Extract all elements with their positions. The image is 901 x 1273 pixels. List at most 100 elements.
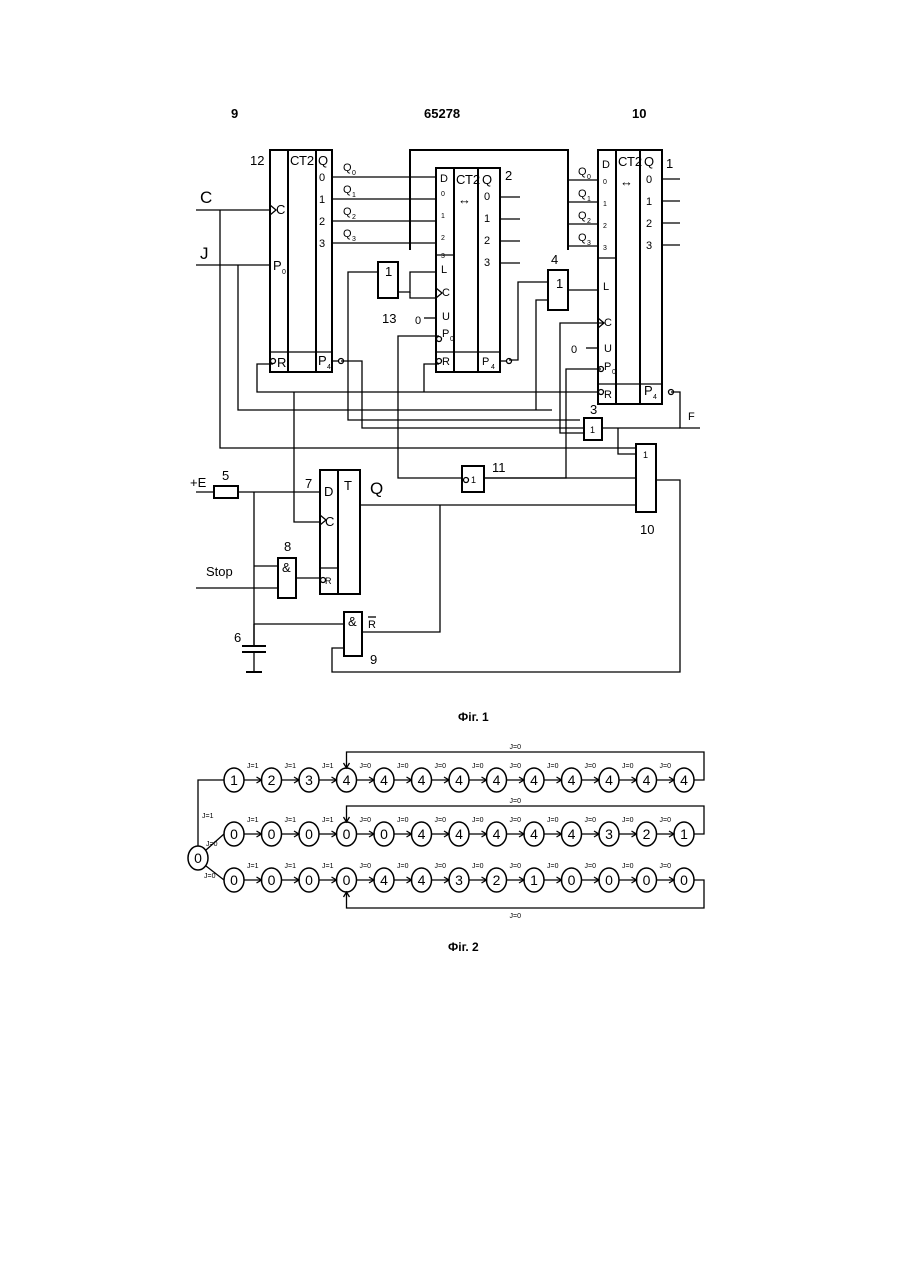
svg-text:D: D — [324, 484, 333, 499]
state-label: 0 — [643, 872, 651, 888]
svg-text:↔: ↔ — [620, 174, 633, 189]
capacitor-6: 6 — [234, 624, 266, 672]
svg-text:11: 11 — [492, 460, 506, 475]
svg-text:R: R — [325, 576, 332, 586]
transition-label: J=0 — [660, 817, 672, 824]
svg-text:Q: Q — [578, 210, 587, 222]
state-label: 4 — [343, 772, 351, 788]
trigger-7: D T C R Q 7 — [305, 470, 383, 594]
state-label: 4 — [643, 772, 651, 788]
gate-4: 1 4 — [548, 252, 568, 310]
state-label: 0 — [380, 826, 388, 842]
state-label: 4 — [568, 772, 576, 788]
input-e-label: +E — [190, 475, 207, 490]
svg-text:4: 4 — [653, 394, 657, 401]
gate-11: 1 11 — [462, 460, 506, 492]
state-label: 4 — [530, 772, 538, 788]
state-label: 0 — [268, 826, 276, 842]
transition-label: J=1 — [285, 763, 297, 770]
svg-text:&: & — [348, 614, 357, 629]
transition-label: J=0 — [397, 763, 409, 770]
state-label: 0 — [680, 872, 688, 888]
counter-12: 12 СТ2 Q 0 1 2 3 C P 0 R P 4 — [250, 150, 344, 372]
svg-text:0: 0 — [612, 369, 616, 376]
svg-text:&: & — [282, 560, 291, 575]
svg-text:0: 0 — [282, 269, 286, 276]
svg-text:СТ2: СТ2 — [456, 172, 480, 187]
input-j-label: J — [200, 244, 209, 263]
svg-text:0: 0 — [415, 315, 421, 327]
svg-text:6: 6 — [234, 630, 241, 645]
svg-text:P: P — [482, 356, 489, 368]
svg-text:1: 1 — [484, 213, 490, 225]
svg-text:1: 1 — [441, 213, 445, 220]
svg-text:1: 1 — [385, 264, 392, 279]
svg-text:2: 2 — [441, 235, 445, 242]
input-c-label: C — [200, 188, 212, 207]
svg-text:C: C — [276, 202, 285, 217]
svg-text:D: D — [440, 173, 448, 185]
svg-text:1: 1 — [471, 475, 476, 485]
svg-text:4: 4 — [491, 364, 495, 371]
transition-label: J=0 — [660, 863, 672, 870]
svg-text:2: 2 — [603, 223, 607, 230]
transition-label: J=1 — [247, 763, 259, 770]
loop-label: J=0 — [510, 798, 522, 805]
transition-label: J=0 — [622, 863, 634, 870]
svg-text:R: R — [604, 389, 612, 401]
svg-text:3: 3 — [587, 240, 591, 247]
svg-text:0: 0 — [603, 179, 607, 186]
svg-text:L: L — [603, 281, 609, 293]
svg-text:1: 1 — [603, 201, 607, 208]
svg-text:R: R — [368, 619, 376, 631]
state-label: 0 — [305, 872, 313, 888]
state-label: 0 — [568, 872, 576, 888]
transition-label: J=0 — [585, 817, 597, 824]
svg-text:3: 3 — [319, 238, 325, 250]
transition-label: J=0 — [435, 863, 447, 870]
svg-text:0: 0 — [646, 174, 652, 186]
state-label: 4 — [493, 826, 501, 842]
svg-text:C: C — [325, 514, 334, 529]
svg-text:2: 2 — [587, 218, 591, 225]
transition-label: J=0 — [585, 763, 597, 770]
figure-2-state-diagram: 0J=11J=12J=13J=14J=04J=04J=04J=04J=04J=0… — [188, 744, 704, 920]
transition-label: J=0 — [397, 863, 409, 870]
transition-label: J=0 — [472, 763, 484, 770]
state-label: 1 — [680, 826, 688, 842]
svg-text:Q: Q — [578, 232, 587, 244]
transition-label: J=0 — [472, 863, 484, 870]
state-label: 4 — [568, 826, 576, 842]
transition-label: J=0 — [360, 863, 372, 870]
svg-text:T: T — [344, 478, 352, 493]
svg-text:0: 0 — [484, 191, 490, 203]
transition-label: J=0 — [585, 863, 597, 870]
gate-10: 1 10 — [636, 444, 656, 537]
svg-text:0: 0 — [441, 191, 445, 198]
state-label: 0 — [343, 872, 351, 888]
counter-12-number: 12 — [250, 153, 264, 168]
svg-text:P: P — [604, 361, 611, 373]
svg-text:8: 8 — [284, 539, 291, 554]
state-label: 2 — [643, 826, 651, 842]
transition-label: J=0 — [547, 863, 559, 870]
svg-text:↔: ↔ — [458, 192, 471, 207]
svg-text:5: 5 — [222, 468, 229, 483]
transition-label: J=0 — [360, 817, 372, 824]
svg-text:Q: Q — [343, 228, 352, 240]
branch-condition-label: J=0 — [204, 873, 216, 880]
svg-text:10: 10 — [640, 522, 654, 537]
svg-text:R: R — [277, 355, 286, 370]
svg-text:0: 0 — [450, 336, 454, 343]
state-label: 0 — [268, 872, 276, 888]
state-label: 0 — [230, 872, 238, 888]
svg-text:Q: Q — [343, 184, 352, 196]
svg-text:3: 3 — [352, 236, 356, 243]
svg-text:Q: Q — [318, 153, 328, 168]
output-f-label: F — [688, 411, 695, 423]
svg-text:1: 1 — [643, 450, 648, 460]
transition-label: J=0 — [622, 817, 634, 824]
figure-2-caption: Фіг. 2 — [448, 940, 479, 954]
svg-text:13: 13 — [382, 311, 396, 326]
